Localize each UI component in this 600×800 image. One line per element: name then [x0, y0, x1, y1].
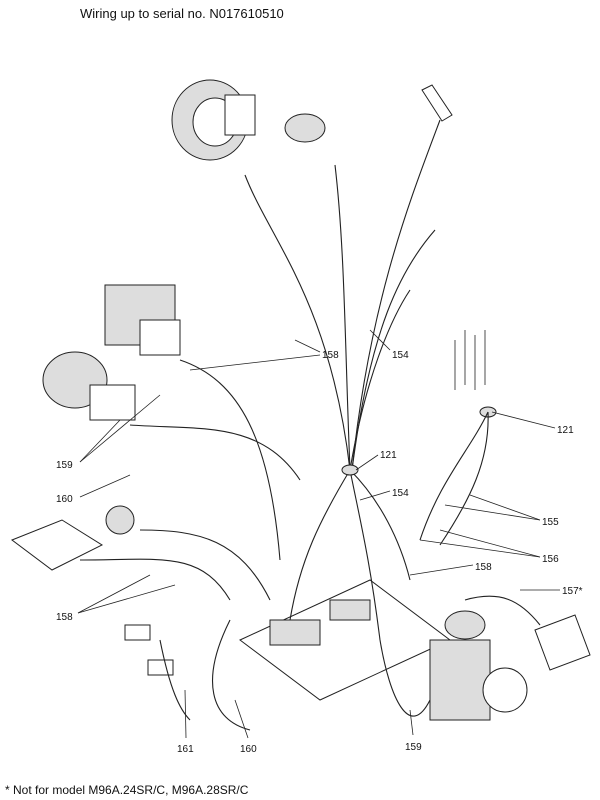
- callout-161: 161: [177, 744, 194, 755]
- terminal-blocks: [124, 624, 174, 676]
- circulation-pump: [429, 610, 528, 721]
- callout-155: 155: [542, 517, 559, 528]
- callout-154: 154: [392, 350, 409, 361]
- diagram-title: Wiring up to serial no. N017610510: [80, 6, 284, 21]
- footnote: * Not for model M96A.24SR/C, M96A.28SR/C: [5, 783, 249, 797]
- callout-160: 160: [240, 744, 257, 755]
- callout-121: 121: [380, 450, 397, 461]
- callout-159: 159: [405, 742, 422, 753]
- pressure-switch: [284, 113, 326, 143]
- leader-lines: [77, 329, 560, 739]
- flow-sensor: [105, 505, 135, 535]
- callout-158: 158: [56, 612, 73, 623]
- callout-158: 158: [322, 350, 339, 361]
- main-pcb: [239, 579, 451, 701]
- gas-valve: [104, 284, 181, 356]
- callout-158: 158: [475, 562, 492, 573]
- callout-159: 159: [56, 460, 73, 471]
- callout-154: 154: [392, 488, 409, 499]
- callout-157: 157*: [562, 586, 583, 597]
- callout-160: 160: [56, 494, 73, 505]
- fan-blower-assembly: [171, 79, 256, 161]
- temperature-sensor: [421, 84, 453, 122]
- grommet: [341, 464, 359, 476]
- electrode-assembly: [454, 330, 497, 418]
- display-module: [10, 519, 104, 571]
- wire-harness: [79, 119, 541, 731]
- callout-121: 121: [557, 425, 574, 436]
- callout-156: 156: [542, 554, 559, 565]
- pump-control-board: [534, 614, 591, 671]
- fan-motor: [42, 351, 136, 421]
